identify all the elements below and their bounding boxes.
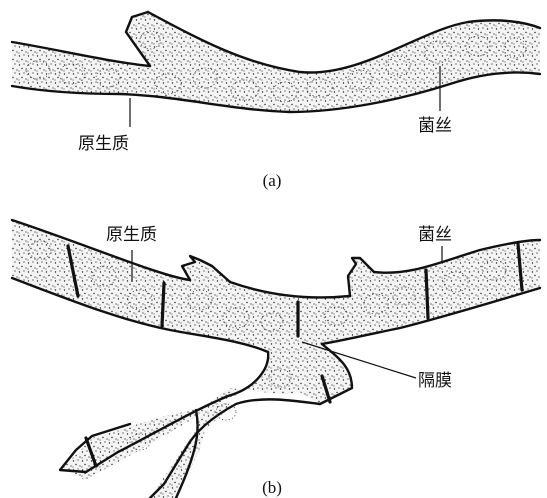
panel-a: 原生质 菌丝 (a) [12,12,540,190]
label-b-hypha: 菌丝 [418,225,452,245]
caption-a: (a) [263,171,282,190]
label-b-protoplasm: 原生质 [106,225,157,245]
label-a-hypha: 菌丝 [418,116,452,136]
panel-b: 原生质 菌丝 隔膜 (b) [12,220,540,498]
label-b-septum: 隔膜 [418,371,452,391]
caption-b: (b) [262,478,282,497]
label-a-protoplasm: 原生质 [78,134,129,154]
hypha-b-branch-down-left-upper [86,352,268,472]
hypha-a-body [12,12,540,112]
septum-4 [426,270,428,318]
septum-2 [162,283,164,326]
